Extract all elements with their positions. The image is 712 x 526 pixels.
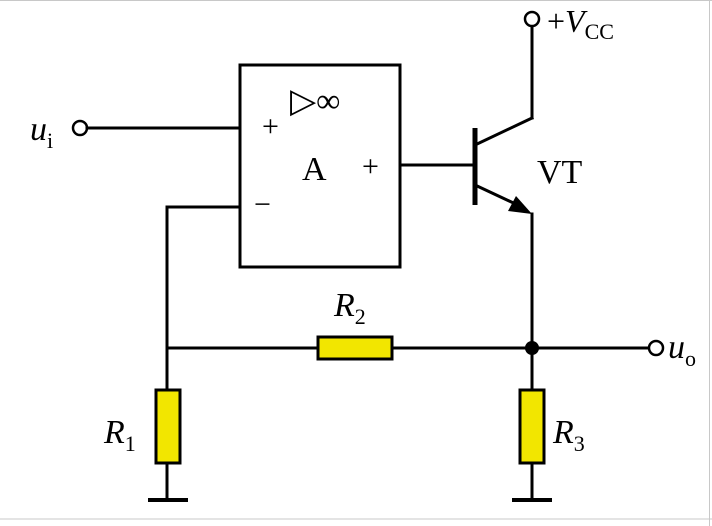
transistor-collector bbox=[473, 116, 534, 147]
transistor-emitter-arrow bbox=[508, 196, 532, 214]
opamp-label: A bbox=[302, 151, 327, 188]
opamp-output-plus: + bbox=[362, 150, 379, 183]
input-terminal bbox=[71, 119, 89, 137]
opamp-body bbox=[238, 63, 402, 269]
opamp-symbol: ▷∞ bbox=[290, 83, 340, 120]
label-supply: +VCC bbox=[547, 3, 614, 44]
resistor-r3 bbox=[518, 388, 546, 465]
wire-feedback-left bbox=[165, 205, 242, 350]
label-input: ui bbox=[30, 111, 53, 153]
label-output: uo bbox=[668, 329, 696, 371]
output-terminal bbox=[647, 339, 665, 357]
resistor-r2 bbox=[316, 335, 394, 361]
opamp-minus-input: − bbox=[254, 188, 271, 221]
label-r1: R1 bbox=[103, 414, 136, 456]
supply-terminal bbox=[523, 10, 541, 28]
opamp-plus-input: + bbox=[262, 110, 279, 143]
transistor-label: VT bbox=[537, 154, 583, 191]
resistor-r1 bbox=[154, 388, 182, 465]
label-r2: R2 bbox=[333, 287, 366, 329]
label-r3: R3 bbox=[552, 414, 585, 456]
